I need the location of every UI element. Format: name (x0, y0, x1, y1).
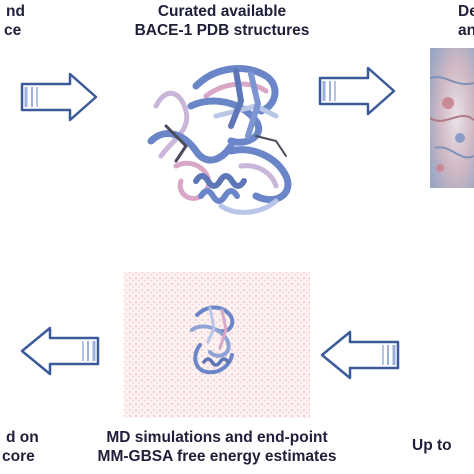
md-simulation-box-image (124, 272, 310, 418)
step-label-top-left: nd ce (0, 2, 25, 40)
arrow-left-1 (20, 326, 100, 376)
step-label-bottom-left-line2: core (2, 448, 35, 465)
step-label-top-right-line1: De (458, 3, 474, 20)
step-label-curated-structures: Curated available BACE-1 PDB structures (135, 2, 310, 40)
step-label-curated-structures-line1: Curated available (157, 3, 287, 20)
protein-structure-image (147, 65, 292, 215)
binding-surface-image (430, 48, 474, 188)
step-label-bottom-left-line1: d on (6, 429, 39, 446)
step-label-md-simulations-line2: MM-GBSA free energy estimates (97, 448, 337, 465)
arrow-right-2 (318, 66, 396, 116)
step-label-curated-structures-line2: BACE-1 PDB structures (134, 22, 310, 39)
arrow-right-1 (20, 72, 98, 122)
step-label-bottom-right-line1: Up to (412, 437, 452, 454)
step-label-top-right: De an (446, 2, 474, 40)
step-label-bottom-left: d on core (0, 428, 39, 466)
step-label-md-simulations-line1: MD simulations and end-point (106, 429, 328, 446)
step-label-top-right-line2: an (458, 22, 474, 39)
step-label-bottom-right: Up to (412, 436, 452, 455)
step-label-top-left-line1: nd (6, 3, 25, 20)
step-label-top-left-line2: ce (4, 22, 22, 39)
step-label-md-simulations: MD simulations and end-point MM-GBSA fre… (98, 428, 337, 466)
arrow-left-2 (320, 330, 400, 380)
